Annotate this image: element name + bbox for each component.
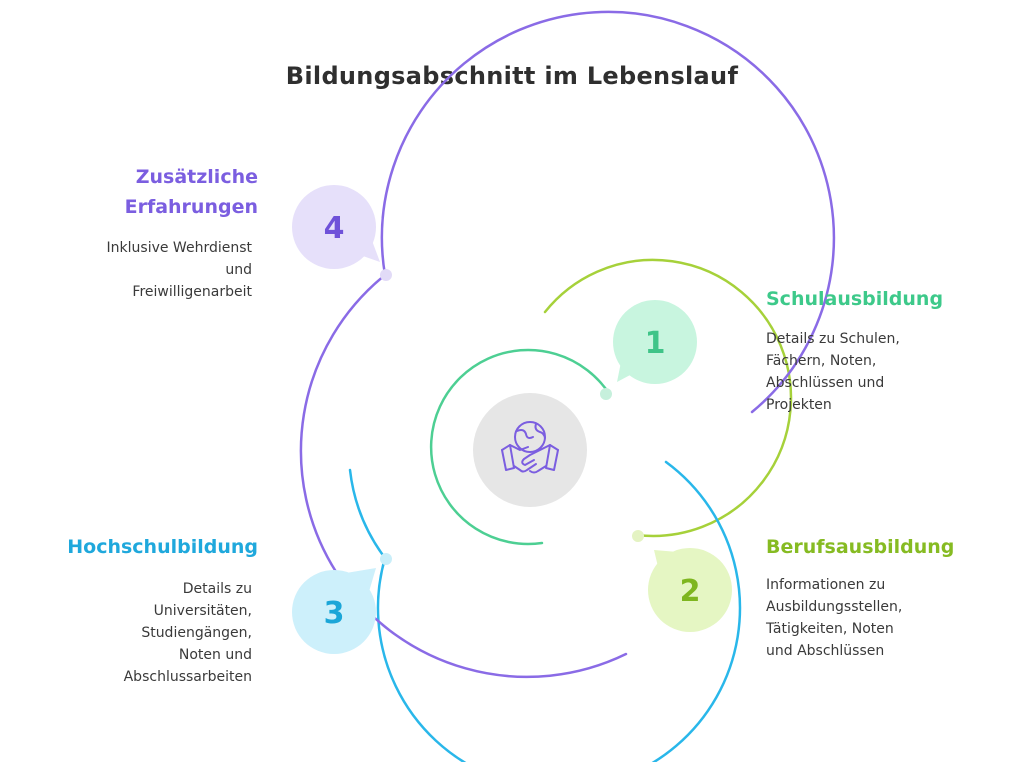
step-3-number: 3 [324,596,345,631]
step-4-number: 4 [324,211,345,246]
ring-3-left [348,468,387,560]
ring-4-right [380,10,836,414]
step-4-heading: Zusätzliche Erfahrungen [124,166,258,218]
step-3-description: Details zu Universitäten, Studiengängen,… [123,581,252,685]
diagram-title: Bildungsabschnitt im Lebenslauf [285,62,739,90]
step-3-badge [292,568,376,654]
step-4-badge [292,185,380,269]
ring-1-marker [600,388,612,400]
ring-3-right [376,460,742,762]
ring-2-marker [632,530,644,542]
step-2-badge [648,548,732,632]
ring-3-marker [380,553,392,565]
ring-4-marker [380,269,392,281]
step-3-heading: Hochschulbildung [67,536,258,558]
step-4-description: Inklusive Wehrdienst und Freiwilligenarb… [106,240,252,300]
step-2-number: 2 [680,574,701,609]
step-1-heading: Schulausbildung [766,288,944,310]
step-2-description: Informationen zu Ausbildungsstellen, Tät… [766,577,903,659]
step-1-badge [613,300,697,384]
ring-1 [429,348,612,546]
step-2-heading: Berufsausbildung [766,536,955,558]
step-1-description: Details zu Schulen, Fächern, Noten, Absc… [766,331,900,413]
step-1-number: 1 [645,326,666,361]
ring-2 [543,258,793,538]
handshake-globe-icon [501,421,559,474]
center-circle [473,393,587,507]
